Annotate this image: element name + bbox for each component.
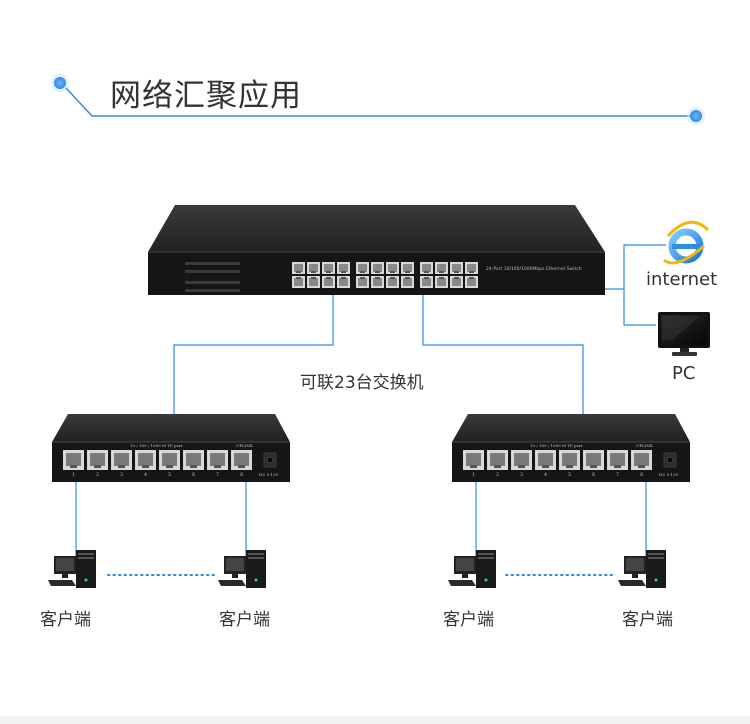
edge-switch-port [511,450,532,470]
edge-switch-port [535,450,556,470]
edge-switch-port [87,450,108,470]
left-switch-port-label: 10 / 100 / 1000 M TP port [130,443,183,448]
client-label-1: 客户端 [40,605,91,630]
desktop-computer-icon [218,550,266,588]
main-switch-port [322,276,335,288]
edge-switch-port-number: 1 [72,472,75,478]
desktop-computer-icon [448,550,496,588]
edge-switch-port [135,450,156,470]
internet-label: internet [646,269,717,290]
edge-switch-port-number: 7 [216,472,219,478]
edge-switch-port [207,450,228,470]
edge-switch-port-number: 3 [120,472,123,478]
edge-switch-port-number: 7 [616,472,619,478]
left-switch-uplink-label: UPLINK [236,443,254,448]
uplink-to-pc-line [624,289,656,325]
cascade-label: 可联23台交换机 [300,368,424,393]
edge-switch-port-number: 8 [240,472,243,478]
main-switch-port [435,276,448,288]
main-switch-front-text: 24-Port 10/100/1000Mbps Ethernet Switch [486,266,582,272]
edge-switch-port [183,450,204,470]
edge-switch-port [159,450,180,470]
internet-explorer-icon [664,222,708,263]
edge-switch-port [631,450,652,470]
main-to-right-switch-line [423,295,583,414]
edge-switch-port [559,450,580,470]
edge-switch-port-number: 5 [568,472,571,478]
main-switch-port [322,262,335,274]
right-edge-switch: 1 2 3 4 5 6 7 8 10 / 100 / 1000 M TP port UPLIN… [452,414,690,482]
edge-switch-port-number: 4 [544,472,547,478]
main-switch-port [371,262,384,274]
header-decoration [51,74,705,125]
edge-switch-port-number: 2 [496,472,499,478]
main-switch-port [292,262,305,274]
client-label-4: 客户端 [622,605,673,630]
edge-switch-port [111,450,132,470]
main-switch-port [356,276,369,288]
bottom-divider [0,716,750,724]
edge-switch-port-number: 5 [168,472,171,478]
main-switch-port [337,276,350,288]
main-switch-top [148,205,605,252]
main-switch-port [420,276,433,288]
edge-switch-port [607,450,628,470]
main-switch-port [465,262,478,274]
desktop-computer-icon [48,550,96,588]
edge-switch-port [583,450,604,470]
main-switch-port [401,276,414,288]
right-switch-uplink-label: UPLINK [636,443,654,448]
main-switch-port [465,276,478,288]
main-switch-port [435,262,448,274]
left-switch-power-label: DC 5-12V [259,472,279,477]
edge-switch-port [231,450,252,470]
edge-switch-port-number: 6 [192,472,195,478]
desktop-computer-icon [618,550,666,588]
main-switch-port [386,276,399,288]
main-switch-port [307,262,320,274]
pc-label: PC [672,363,695,384]
left-edge-switch: 1 2 3 4 5 6 7 8 10 / 100 / 1000 M TP port UPLIN… [52,414,290,482]
edge-switch-port-number: 8 [640,472,643,478]
client-label-3: 客户端 [443,605,494,630]
edge-switch-port-number: 4 [144,472,147,478]
monitor-icon [658,312,710,356]
main-switch-port [356,262,369,274]
main-switch-port [401,262,414,274]
main-switch: 24-Port 10/100/1000Mbps Ethernet Switch [148,205,605,295]
main-to-left-switch-line [174,295,333,414]
main-switch-port [307,276,320,288]
edge-switch-port [463,450,484,470]
client-label-2: 客户端 [219,605,270,630]
main-switch-port [386,262,399,274]
main-switch-port [292,276,305,288]
edge-switch-port-number: 1 [472,472,475,478]
right-switch-power-label: DC 5-12V [659,472,679,477]
main-switch-port [450,276,463,288]
edge-switch-port-number: 2 [96,472,99,478]
edge-switch-port-number: 6 [592,472,595,478]
right-switch-port-label: 10 / 100 / 1000 M TP port [530,443,583,448]
edge-switch-port [63,450,84,470]
edge-switch-port [487,450,508,470]
edge-switch-port-number: 3 [520,472,523,478]
main-switch-port [337,262,350,274]
main-switch-port [420,262,433,274]
main-switch-port [450,262,463,274]
main-switch-port [371,276,384,288]
